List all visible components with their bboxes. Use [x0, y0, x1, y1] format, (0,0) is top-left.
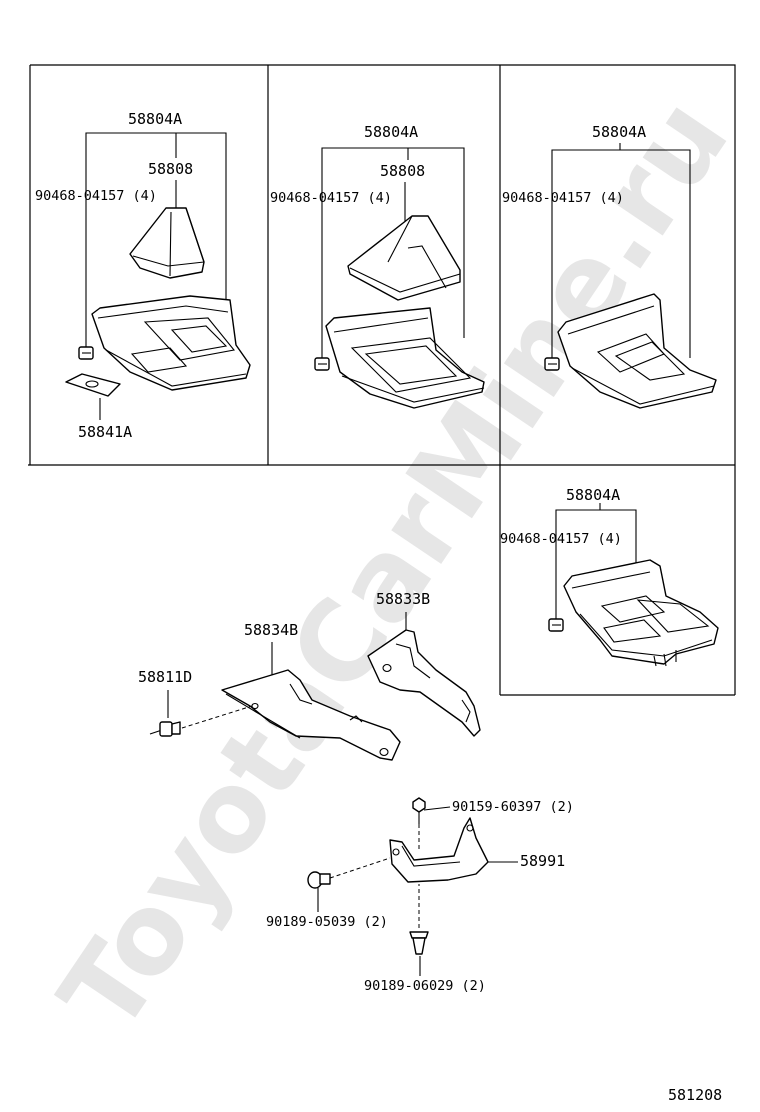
label-58834b: 58834B: [244, 621, 298, 639]
shift-boot-58808: [129, 207, 205, 279]
panel-frames: [28, 64, 736, 696]
panel-2: 58804A 58808 90468-04157 (4): [270, 123, 485, 409]
console-panel-58804a: [563, 559, 719, 667]
clip-icon: [78, 346, 94, 360]
clip-icon: [548, 618, 564, 632]
panel-1-boot-label: 58808: [148, 160, 193, 178]
shift-boot-58808: [347, 215, 461, 301]
panel-1-plate-label: 58841A: [78, 423, 132, 441]
label-90159-60397: 90159-60397 (2): [452, 799, 574, 815]
diagram-code: 581208: [668, 1086, 722, 1104]
bracket-58991: [389, 817, 489, 883]
label-90189-06029: 90189-06029 (2): [364, 978, 486, 994]
panel-3-assembly-label: 58804A: [592, 123, 646, 141]
clip-90189-06029-icon: [409, 884, 429, 955]
label-58833b: 58833B: [376, 590, 430, 608]
panel-2-clip-label: 90468-04157 (4): [270, 190, 392, 206]
clip-icon: [544, 357, 560, 371]
screw-90189-05039-icon: [307, 857, 391, 889]
bolt-90159-60397-icon: [412, 797, 426, 852]
fastener-58811d-icon: [149, 705, 253, 737]
panel-2-assembly-label: 58804A: [364, 123, 418, 141]
side-panel-58834b: [221, 669, 401, 761]
panel-2-boot-label: 58808: [380, 162, 425, 180]
lower-assembly: 58834B 58833B 58811D 90159-60397 (2) 589…: [138, 590, 574, 994]
panel-1-assembly-label: 58804A: [128, 110, 182, 128]
panel-4: 58804A 90468-04157 (4): [500, 486, 719, 667]
panel-1-clip-label: 90468-04157 (4): [35, 188, 157, 204]
console-panel-58804a: [557, 293, 717, 409]
label-90189-05039: 90189-05039 (2): [266, 914, 388, 930]
panel-4-assembly-label: 58804A: [566, 486, 620, 504]
panel-4-clip-label: 90468-04157 (4): [500, 531, 622, 547]
side-panel-58833b: [367, 629, 481, 737]
label-58991: 58991: [520, 852, 565, 870]
console-panel-58804a: [91, 295, 251, 391]
panel-3-clip-label: 90468-04157 (4): [502, 190, 624, 206]
console-panel-58804a: [325, 307, 485, 409]
panel-1: 58804A 58808 90468-04157 (4) 58841A: [35, 110, 251, 441]
plate-58841a: [65, 373, 121, 397]
clip-icon: [314, 357, 330, 371]
panel-3: 58804A 90468-04157 (4): [502, 123, 717, 409]
label-58811d: 58811D: [138, 668, 192, 686]
